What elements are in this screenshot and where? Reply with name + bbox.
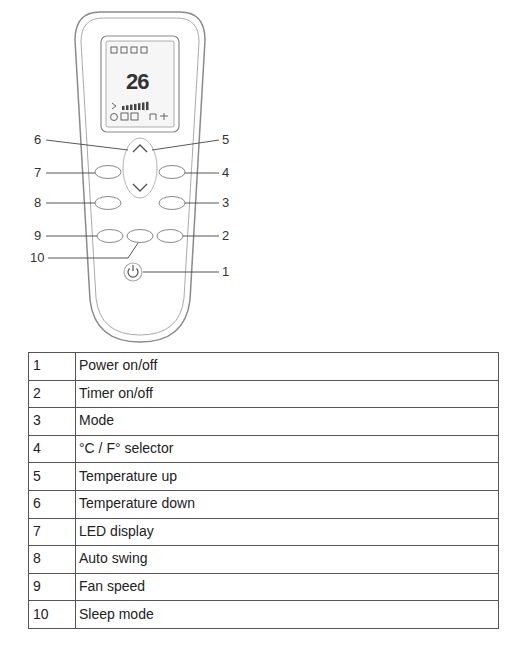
remote-inner-outline: [81, 18, 199, 335]
leader-lines: [46, 140, 219, 272]
callout-number: 1: [222, 265, 229, 279]
table-cell: Timer on/off: [79, 386, 153, 401]
callout-number: 10: [30, 251, 44, 265]
callout-number: 8: [34, 196, 41, 210]
table-cell: 3: [33, 413, 41, 428]
fan-bars: [122, 102, 149, 110]
table-grid: [28, 352, 499, 629]
table-cell: 4: [33, 441, 41, 456]
power-button: [124, 263, 142, 281]
table-cell: Fan speed: [79, 579, 145, 594]
table-cell: 10: [33, 607, 49, 622]
callout-number: 2: [222, 229, 229, 243]
buttons: [95, 166, 185, 243]
table-cell: 5: [33, 469, 41, 484]
table-cell: Temperature down: [79, 496, 195, 511]
table-cell: Mode: [79, 413, 114, 428]
callout-number: 7: [34, 166, 41, 180]
table-cell: 6: [33, 496, 41, 511]
down-key: [133, 184, 147, 191]
table-cell: 2: [33, 386, 41, 401]
table-cell: Power on/off: [79, 358, 157, 373]
lcd-digits: 26: [126, 70, 148, 94]
lcd-icons: [111, 47, 169, 121]
screen-frame: [101, 36, 179, 132]
table-cell: 8: [33, 551, 41, 566]
callout-number: 3: [222, 196, 229, 210]
callout-number: 6: [34, 133, 41, 147]
remote-housing: [75, 12, 205, 342]
table-cell: LED display: [79, 524, 154, 539]
table-cell: 9: [33, 579, 41, 594]
table-cell: Auto swing: [79, 551, 147, 566]
table-cell: °C / F° selector: [79, 441, 173, 456]
up-key: [133, 145, 147, 152]
callout-number: 4: [222, 166, 229, 180]
callout-number: 5: [222, 133, 229, 147]
arrow-pad: [123, 138, 157, 198]
table-cell: 1: [33, 358, 41, 373]
table-cell: Temperature up: [79, 469, 177, 484]
table-cell: Sleep mode: [79, 607, 154, 622]
lcd-panel: [106, 41, 174, 127]
callout-number: 9: [34, 229, 41, 243]
table-cell: 7: [33, 524, 41, 539]
